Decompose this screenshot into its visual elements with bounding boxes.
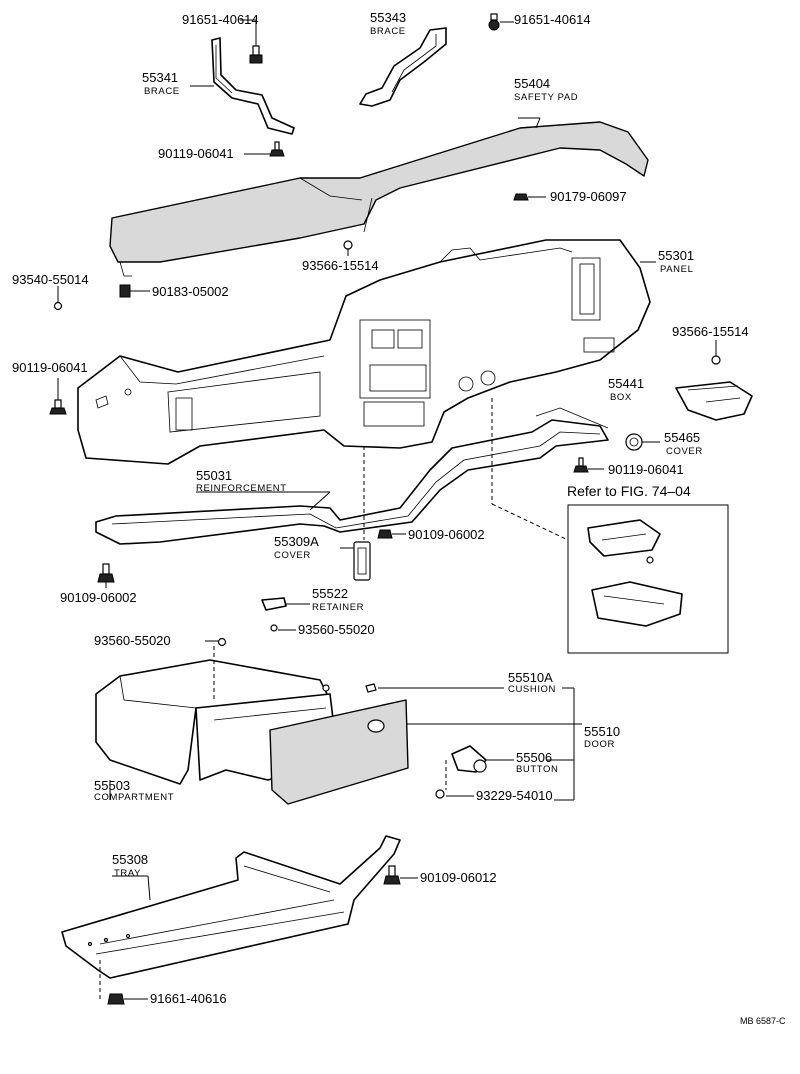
bolt-90119-left-icon <box>49 399 67 415</box>
label-55404[interactable]: 55404 <box>514 76 550 91</box>
bolt-90119-top-icon <box>269 141 285 157</box>
label-55308-name: TRAY <box>114 868 141 879</box>
label-55441-name: BOX <box>610 392 632 403</box>
label-55503-name: COMPARTMENT <box>94 792 174 803</box>
screw-93540-icon <box>53 301 63 311</box>
cover-55465-drawing <box>625 433 643 451</box>
nut-90109-mid-icon <box>377 529 393 539</box>
label-55031-name: REINFORCEMENT <box>196 483 287 494</box>
label-93229[interactable]: 93229-54010 <box>476 788 553 803</box>
label-93560-top[interactable]: 93560-55020 <box>94 633 171 648</box>
dashed-guides <box>99 398 569 1000</box>
label-90179[interactable]: 90179-06097 <box>550 189 627 204</box>
label-55341-name: BRACE <box>144 86 180 97</box>
nut-90109-left-icon <box>97 563 115 583</box>
brace-55343-drawing <box>359 27 447 107</box>
label-55510a[interactable]: 55510A <box>508 670 553 685</box>
label-90109-mid[interactable]: 90109-06002 <box>408 527 485 542</box>
reference-note[interactable]: Refer to FIG. 74–04 <box>567 483 691 499</box>
label-93560-retainer[interactable]: 93560-55020 <box>298 622 375 637</box>
label-55301[interactable]: 55301 <box>658 248 694 263</box>
label-93540[interactable]: 93540-55014 <box>12 272 89 287</box>
label-55522[interactable]: 55522 <box>312 586 348 601</box>
label-55343[interactable]: 55343 <box>370 10 406 25</box>
panel-55301-drawing <box>77 239 651 465</box>
label-55343-name: BRACE <box>370 26 406 37</box>
label-91651-top-right[interactable]: 91651-40614 <box>514 12 591 27</box>
screw-93229-icon <box>435 789 445 799</box>
box-55441-drawing <box>675 381 753 421</box>
label-55309a-name: COVER <box>274 550 311 561</box>
bolt-90119-right-icon <box>573 457 589 473</box>
screw-93566-right-icon <box>711 340 721 365</box>
reinforcement-55031-drawing <box>95 407 609 545</box>
label-93566-mid[interactable]: 93566-15514 <box>302 258 379 273</box>
screw-93560-top-icon <box>217 637 227 647</box>
label-55404-name: SAFETY PAD <box>514 92 578 103</box>
label-55510-name: DOOR <box>584 739 615 750</box>
label-91651-top-left[interactable]: 91651-40614 <box>182 12 259 27</box>
bolt-91651-right-icon <box>488 13 500 31</box>
label-55301-name: PANEL <box>660 264 693 275</box>
clip-93566-icon <box>343 240 353 250</box>
nut-90179-icon <box>513 193 529 201</box>
leader-lines <box>57 19 660 1000</box>
label-90119-top[interactable]: 90119-06041 <box>158 146 234 161</box>
tray-55308-drawing <box>61 835 401 979</box>
label-55341[interactable]: 55341 <box>142 70 178 85</box>
retainer-55522-drawing <box>261 597 287 632</box>
label-55441[interactable]: 55441 <box>608 376 644 391</box>
bolt-90109-tray-icon <box>383 865 401 885</box>
label-55465-name: COVER <box>666 446 703 457</box>
bolt-91661-icon <box>107 993 125 1005</box>
label-90109-left[interactable]: 90109-06002 <box>60 590 137 605</box>
label-90183[interactable]: 90183-05002 <box>152 284 229 299</box>
label-55503[interactable]: 55503 <box>94 778 130 793</box>
label-55465[interactable]: 55465 <box>664 430 700 445</box>
label-90119-left[interactable]: 90119-06041 <box>12 360 88 375</box>
label-55510a-name: CUSHION <box>508 684 556 695</box>
label-55506[interactable]: 55506 <box>516 750 552 765</box>
label-55522-name: RETAINER <box>312 602 364 613</box>
clip-90183-icon <box>119 284 131 298</box>
bolt-91651-icon <box>249 45 263 64</box>
label-55506-name: BUTTON <box>516 764 558 775</box>
safety-pad-55404-drawing <box>109 121 649 277</box>
label-55510[interactable]: 55510 <box>584 724 620 739</box>
part-labels: 91651-40614 55343 BRACE 91651-40614 5534… <box>12 10 786 1026</box>
door-55510-drawing <box>269 699 409 805</box>
label-91661[interactable]: 91661-40616 <box>150 991 227 1006</box>
diagram-code: MB 6587-C <box>740 1016 786 1026</box>
cover-55309a-drawing <box>353 541 371 581</box>
brace-55341-drawing <box>211 37 295 135</box>
label-55309a[interactable]: 55309A <box>274 534 319 549</box>
label-90109-tray[interactable]: 90109-06012 <box>420 870 497 885</box>
button-55506-drawing <box>451 745 487 773</box>
label-55031[interactable]: 55031 <box>196 468 232 483</box>
label-93566-right[interactable]: 93566-15514 <box>672 324 749 339</box>
cushion-55510a-icon <box>365 683 377 693</box>
reference-inset <box>567 504 729 654</box>
label-55308[interactable]: 55308 <box>112 852 148 867</box>
label-90119-right[interactable]: 90119-06041 <box>608 462 684 477</box>
